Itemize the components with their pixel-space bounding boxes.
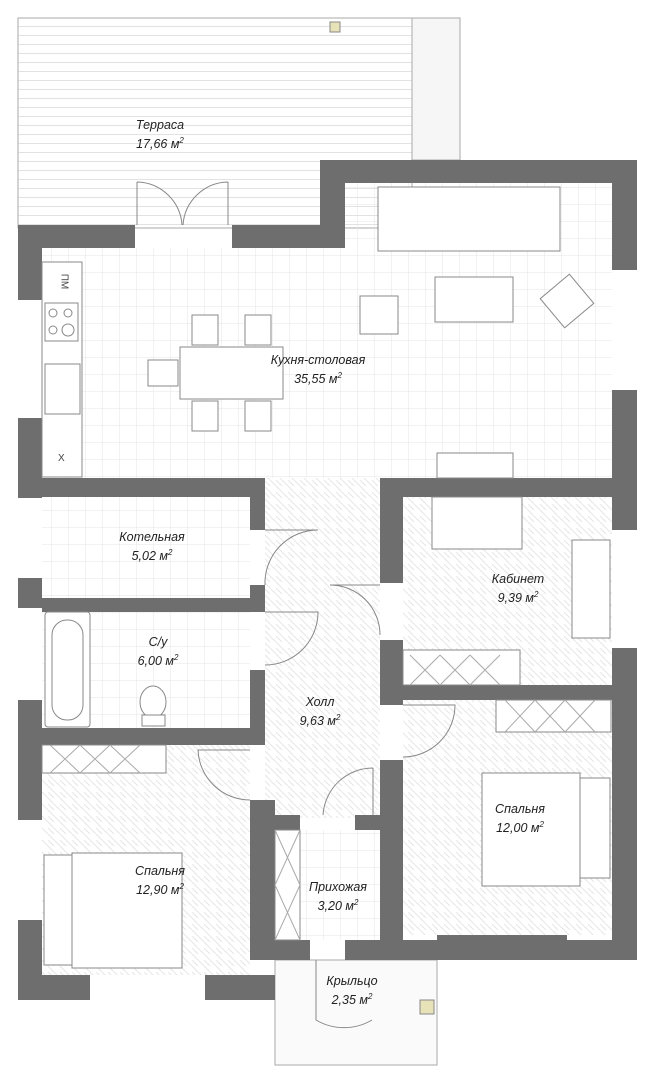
fridge-mark: Х [58,453,65,464]
dishwasher-mark: ПМ [58,273,70,290]
kitchen-furniture [41,186,595,479]
porch-floor [274,959,438,1066]
pillar [419,999,435,1015]
boiler-floor [42,497,250,598]
hall-floor [265,478,380,818]
terrace-steps [411,17,461,161]
walls [18,160,637,1000]
doors [136,181,456,1029]
kitchen-floor [42,248,612,478]
pillar [329,21,341,33]
room-furniture [41,496,612,969]
